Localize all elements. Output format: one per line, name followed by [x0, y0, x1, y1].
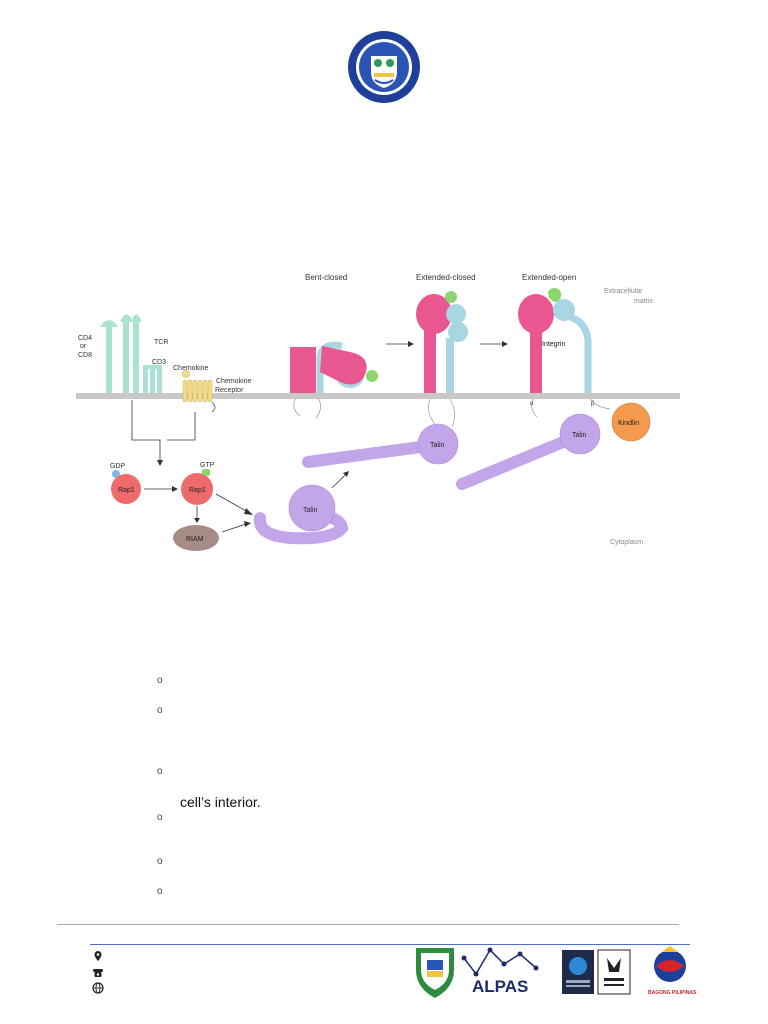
talin-head-inactive: [288, 484, 336, 532]
alpas-logo: ALPAS: [461, 947, 539, 996]
bullet-marker: o: [157, 766, 163, 777]
footer-logos: ALPAS BAGONG PILIPINAS: [416, 946, 697, 998]
bullet-text-fragment: cell’s interior.: [180, 794, 261, 810]
label-rap1-gtp: Rap1: [189, 487, 206, 494]
bullet-marker: o: [157, 675, 163, 686]
location-pin-icon: [94, 951, 102, 961]
extended-closed-ligand: [445, 291, 457, 303]
globe-icon: [92, 982, 104, 994]
ukas-logo: [597, 949, 631, 995]
rap1-gtp: [181, 473, 213, 505]
label-gtp: GTP: [200, 462, 215, 469]
extended-closed-alpha-head: [416, 294, 452, 334]
bullet-marker: o: [157, 705, 163, 716]
label-extended-closed: Extended-closed: [416, 273, 476, 282]
talin-head-2: [559, 413, 601, 455]
label-rap1-gdp: Rap1: [118, 487, 135, 494]
talin-rod-2: [456, 434, 574, 490]
label-riam: RIAM: [186, 536, 204, 543]
university-seal-icon: [348, 31, 420, 103]
bagong-pilipinas-text: BAGONG PILIPINAS: [648, 990, 697, 996]
footer-blue-line: [90, 944, 690, 945]
label-extended-open: Extended-open: [522, 273, 576, 282]
gdp-marker: [112, 470, 120, 478]
label-or: or: [80, 343, 87, 350]
extended-closed-beta-leg: [446, 338, 454, 393]
label-chemokine-receptor-1: Chemokine: [216, 378, 252, 385]
chemokine-receptor: [182, 379, 213, 403]
gtp-marker: [202, 469, 210, 476]
label-extracellular: Extracellular: [604, 288, 643, 295]
integrin-activation-diagram: Bent-closed Extended-closed Extended-ope…: [76, 273, 680, 551]
bullet-marker: o: [157, 886, 163, 897]
label-bent-closed: Bent-closed: [305, 273, 347, 282]
kindlin: [611, 402, 651, 442]
talin-head-1: [417, 423, 459, 465]
tcr-complex: [100, 314, 162, 393]
riam: [173, 525, 219, 551]
label-cd8: CD8: [78, 352, 92, 359]
school-seal-logo: [416, 948, 454, 998]
label-kindlin: Kindlin: [618, 420, 639, 427]
label-chemokine-receptor-2: Receptor: [215, 387, 244, 394]
rap1-gdp: [111, 474, 141, 504]
extended-open-alpha-head: [518, 294, 554, 334]
footer-divider: [57, 924, 679, 925]
bullet-marker: o: [157, 812, 163, 823]
talin-rod-1: [302, 440, 434, 468]
label-talin-2: Talin: [572, 432, 587, 439]
extended-open-beta-leg: [568, 313, 592, 393]
label-gdp: GDP: [110, 463, 126, 470]
label-cd3: CD3: [152, 359, 166, 366]
telephone-icon: [93, 969, 103, 977]
label-cd4: CD4: [78, 335, 92, 342]
bagong-pilipinas-logo: BAGONG PILIPINAS: [648, 946, 697, 996]
label-integrin: Integrin: [542, 341, 565, 348]
extended-open-alpha-leg: [530, 326, 542, 393]
label-beta: β: [591, 401, 595, 407]
bent-integrin-ligand: [366, 370, 378, 382]
label-chemokine: Chemokine: [173, 365, 209, 372]
extended-open-ligand: [548, 288, 562, 303]
label-talin-1: Talin: [430, 442, 445, 449]
bent-integrin-alpha-head: [320, 346, 367, 385]
label-matrix: matrix: [634, 298, 654, 305]
plasma-membrane: [76, 393, 680, 399]
alpas-text: ALPAS: [472, 977, 528, 996]
bullet-marker: o: [157, 856, 163, 867]
label-tcr: TCR: [154, 339, 168, 346]
label-cytoplasm: Cytoplasm: [610, 539, 643, 546]
chemokine-ligand: [182, 370, 190, 378]
iso-certification-logo: [562, 950, 594, 994]
label-talin-inactive: Talin: [303, 507, 318, 514]
extended-closed-alpha-leg: [424, 326, 436, 393]
